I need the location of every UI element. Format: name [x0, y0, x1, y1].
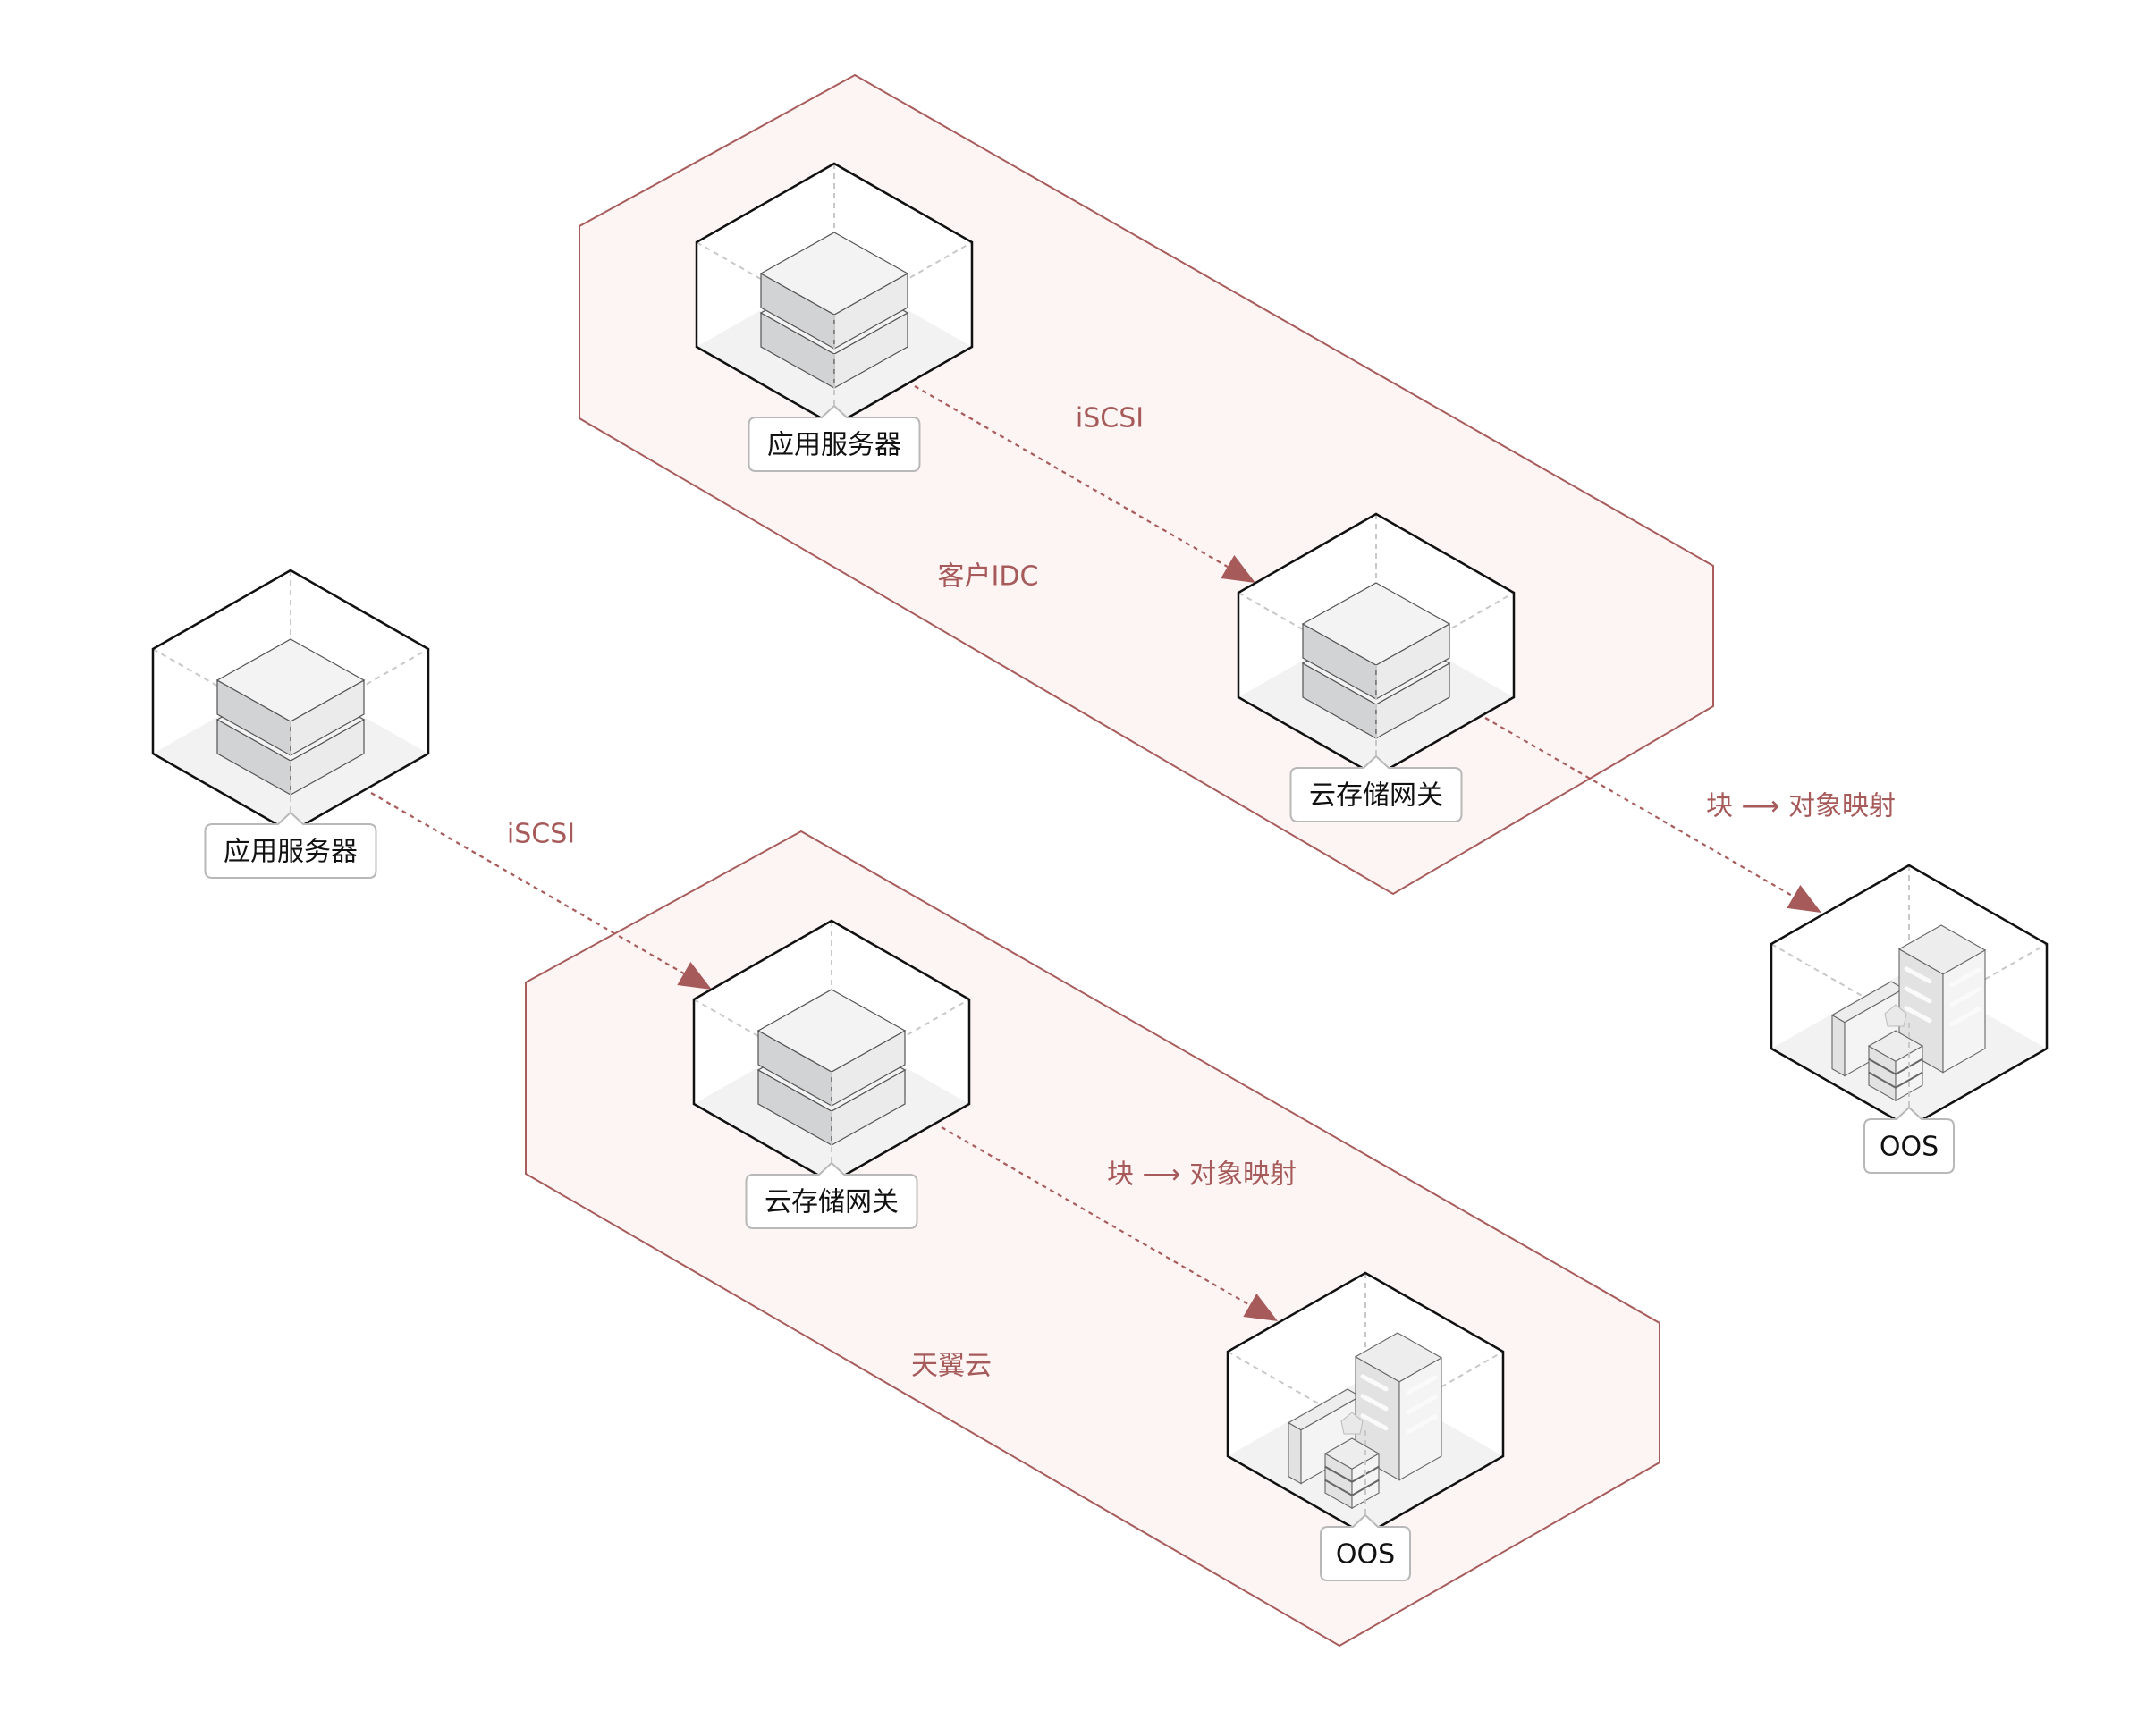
zone-boundary — [525, 830, 1660, 1648]
edge-line — [914, 385, 1229, 568]
edge-gateway-cloud-to-oos-cloud — [941, 1126, 1278, 1321]
edge-line — [1484, 717, 1795, 897]
edge-line — [941, 1126, 1251, 1306]
node-label-text: 应用服务器 — [224, 837, 358, 868]
edge-label: 块 ⟶ 对象映射 — [1107, 1159, 1297, 1191]
server-unit-upper — [215, 638, 366, 757]
server-unit-upper — [759, 232, 909, 350]
node-app-server-standalone[interactable] — [151, 569, 430, 834]
node-gateway-idc[interactable] — [1237, 512, 1516, 778]
node-label-box — [1863, 1106, 1955, 1174]
edge-label: iSCSI — [1076, 403, 1144, 434]
node-label-box — [1289, 754, 1463, 822]
arrowhead-icon — [1787, 884, 1821, 913]
node-oos-cloud[interactable] — [1226, 1271, 1505, 1537]
node-oos-right[interactable] — [1770, 864, 2049, 1129]
node-app-server-idc[interactable] — [695, 162, 974, 427]
node-label: OOS — [1863, 1106, 1955, 1174]
node-gateway-cloud[interactable] — [692, 919, 971, 1184]
zone-tianyi-cloud — [525, 830, 1660, 1648]
server-unit-upper — [756, 989, 907, 1108]
node-label-box — [1320, 1513, 1411, 1581]
edges-layer — [370, 385, 1821, 1321]
server-stack-icon — [756, 989, 907, 1149]
object-storage-building-icon — [1287, 1332, 1443, 1523]
edge-app-server-idc-to-gateway-idc — [914, 385, 1255, 583]
node-label: OOS — [1320, 1513, 1411, 1581]
nodes-layer — [151, 162, 2049, 1537]
node-label: 云存储网关 — [745, 1161, 918, 1229]
node-label-text: 云存储网关 — [1309, 780, 1443, 812]
zone-label: 天翼云 — [911, 1351, 992, 1382]
node-label-text: OOS — [1880, 1132, 1939, 1163]
node-label: 应用服务器 — [748, 404, 921, 472]
labels-layer: 客户IDC天翼云应用服务器云存储网关OOS应用服务器云存储网关OOSiSCSI块… — [204, 403, 1955, 1581]
edge-label: 块 ⟶ 对象映射 — [1706, 791, 1896, 822]
zone-customer-idc — [579, 73, 1714, 896]
node-label-text: OOS — [1336, 1539, 1395, 1571]
zone-boundary — [579, 73, 1714, 896]
node-label-box — [748, 404, 921, 472]
node-label: 应用服务器 — [204, 811, 377, 879]
node-label-box — [745, 1161, 918, 1229]
arrowhead-icon — [1243, 1294, 1278, 1321]
object-storage-building-icon — [1830, 924, 1987, 1116]
node-label-text: 应用服务器 — [767, 430, 901, 461]
server-stack-icon — [1301, 582, 1451, 742]
server-stack-icon — [759, 232, 909, 392]
edge-app-server-standalone-to-gateway-cloud — [370, 792, 712, 990]
arrowhead-icon — [677, 962, 712, 990]
arrowhead-icon — [1221, 555, 1255, 583]
node-label-box — [204, 811, 377, 879]
server-unit-upper — [1301, 582, 1451, 701]
edge-label: iSCSI — [507, 819, 575, 850]
edge-line — [370, 792, 685, 974]
node-label: 云存储网关 — [1289, 754, 1463, 822]
server-stack-icon — [215, 638, 366, 798]
edge-gateway-idc-to-oos-right — [1484, 717, 1821, 913]
zone-label: 客户IDC — [938, 561, 1039, 593]
node-label-text: 云存储网关 — [765, 1187, 899, 1218]
